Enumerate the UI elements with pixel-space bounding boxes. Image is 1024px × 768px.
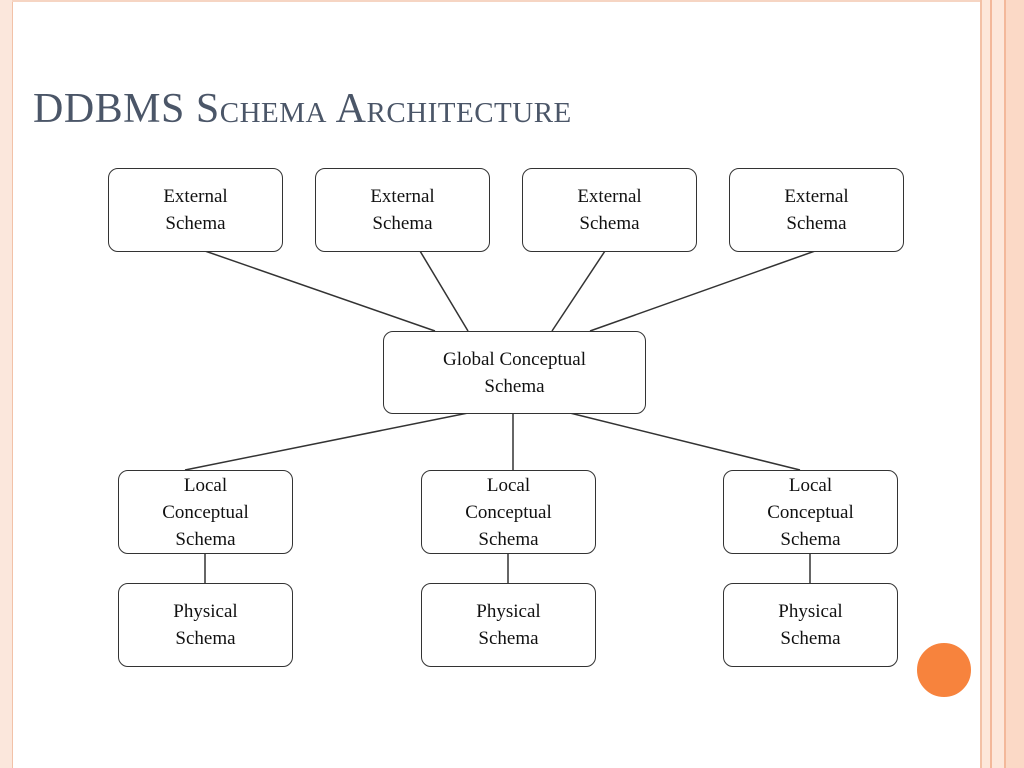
external-schema-box-3: External Schema: [522, 168, 697, 252]
external-schema-box-2: External Schema: [315, 168, 490, 252]
connector-external-1-global: [204, 250, 436, 332]
slide-right-border: [980, 0, 1024, 768]
slide-top-border: [12, 0, 980, 2]
slide-left-border: [0, 0, 13, 768]
slide-title: DDBMS Schema Architecture: [33, 86, 572, 132]
connector-external-3-global: [551, 250, 606, 332]
physical-schema-box-2: Physical Schema: [421, 583, 596, 667]
local-conceptual-schema-box-1: Local Conceptual Schema: [118, 470, 293, 554]
external-schema-box-1: External Schema: [108, 168, 283, 252]
decorative-orange-circle: [914, 640, 974, 700]
connector-global-local-3: [569, 412, 801, 471]
connector-external-2-global: [419, 250, 469, 332]
local-conceptual-schema-box-2: Local Conceptual Schema: [421, 470, 596, 554]
physical-schema-box-1: Physical Schema: [118, 583, 293, 667]
connector-global-local-1: [184, 412, 469, 471]
external-schema-box-4: External Schema: [729, 168, 904, 252]
local-conceptual-schema-box-3: Local Conceptual Schema: [723, 470, 898, 554]
physical-schema-box-3: Physical Schema: [723, 583, 898, 667]
connector-external-4-global: [589, 250, 816, 332]
global-conceptual-schema-box: Global Conceptual Schema: [383, 331, 646, 414]
